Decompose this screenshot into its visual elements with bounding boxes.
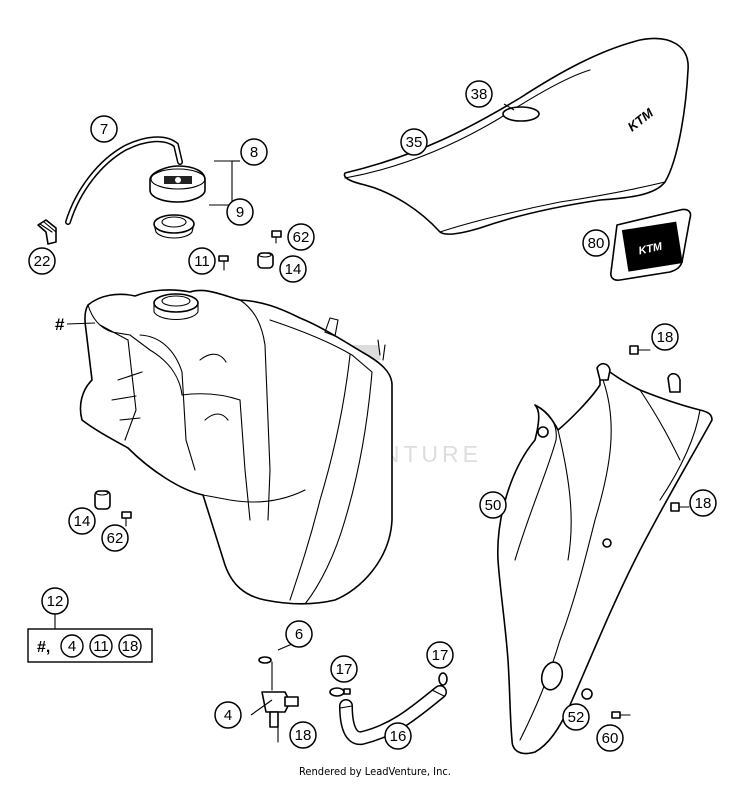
svg-text:62: 62 [107,530,124,547]
fuel-hose [339,685,447,746]
callout-7: 7 [90,115,118,143]
svg-text:50: 50 [485,497,502,514]
svg-text:7: 7 [100,121,108,138]
callout-17-right: 17 [426,641,454,669]
callout-38: 38 [465,80,493,108]
kit-hash: #, [37,639,50,656]
callout-35: 35 [400,128,428,156]
side-panel [497,362,713,755]
screw-62-upper [271,230,282,244]
kit-item-11: 11 [93,638,109,655]
screw-60 [611,711,631,719]
vent-hose [65,136,183,225]
svg-text:18: 18 [295,727,312,744]
footer-credit: Rendered by LeadVenture, Inc. [299,765,451,778]
callout-62-lower: 62 [101,524,129,552]
svg-text:22: 22 [34,253,51,270]
screw-18-upper [629,345,651,355]
svg-text:62: 62 [293,229,310,246]
fuel-tank [79,289,393,605]
screw-62-lower [121,511,132,527]
callout-4: 4 [214,701,242,729]
callout-12: 12 [41,587,69,615]
fuel-tap [258,656,299,743]
nut-52 [581,688,593,700]
svg-text:14: 14 [74,513,91,530]
callout-8: 8 [240,138,268,166]
fuel-cap [149,165,206,203]
svg-text:18: 18 [657,329,674,346]
svg-text:9: 9 [236,204,244,221]
seat: KTM [343,37,689,235]
svg-text:12: 12 [47,593,64,610]
svg-text:14: 14 [285,261,302,278]
callout-62-upper: 62 [287,223,315,251]
svg-text:38: 38 [471,86,488,103]
kit-item-4: 4 [68,638,76,655]
svg-text:6: 6 [295,626,303,643]
cap-seal [153,214,195,239]
kit-item-18: 18 [122,638,139,655]
callout-14-upper: 14 [279,255,307,283]
callout-16: 16 [384,722,412,750]
callout-18-mid: 18 [689,489,717,517]
decal-logo: KTM [637,241,664,258]
kit-box: #, 4 11 18 [27,614,153,663]
svg-text:11: 11 [194,253,210,270]
bushing-14-lower [94,490,111,510]
callout-11: 11 [188,247,216,275]
hose-clamp-a [329,687,351,697]
callout-50: 50 [479,491,507,519]
svg-text:80: 80 [588,235,605,252]
callout-52: 52 [562,703,590,731]
svg-text:60: 60 [602,730,619,747]
screw-18-mid [670,502,690,512]
svg-text:18: 18 [695,495,712,512]
callout-14-lower: 14 [68,507,96,535]
bushing-14-upper [257,252,274,269]
callout-22: 22 [28,247,56,275]
hose-clamp-b [438,672,448,686]
callout-6: 6 [285,620,313,648]
callout-18-lower: 18 [289,721,317,749]
callout-17-left: 17 [330,655,358,683]
svg-text:4: 4 [224,707,232,724]
callout-60: 60 [596,724,624,752]
callout-18-upper: 18 [651,323,679,351]
svg-text:16: 16 [390,728,407,745]
svg-text:17: 17 [432,647,449,664]
callout-9: 9 [226,198,254,226]
decal: KTM [610,208,692,281]
tank-hash-label: # [55,315,65,334]
svg-text:52: 52 [568,709,585,726]
screw-11 [218,255,229,271]
elbow-fitting [37,219,57,245]
callout-80: 80 [582,229,610,257]
svg-text:17: 17 [336,661,353,678]
svg-text:35: 35 [406,134,423,151]
svg-text:8: 8 [250,144,258,161]
